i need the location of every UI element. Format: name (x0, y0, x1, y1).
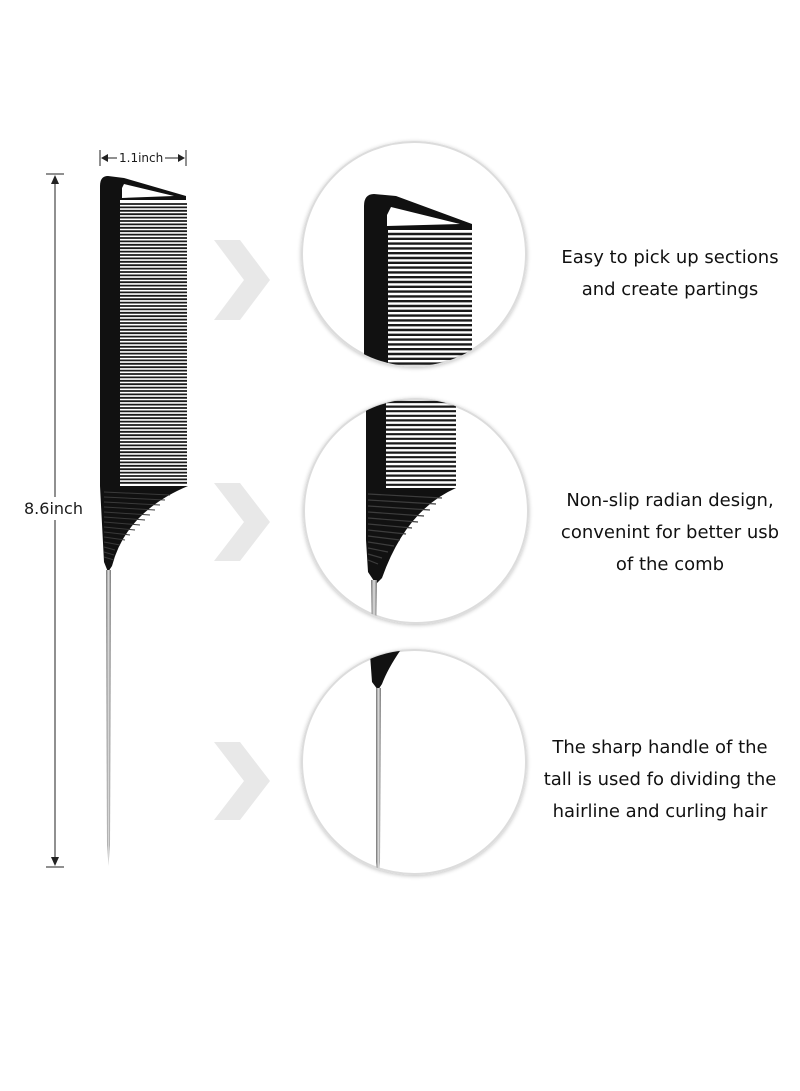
detail-circle-head (301, 141, 527, 367)
comb-grip-ridges (103, 491, 171, 561)
height-dimension (46, 173, 64, 868)
comb-teeth (118, 203, 187, 484)
feature-caption-tail: The sharp handle of the tall is used fo … (543, 737, 777, 822)
main-comb (100, 176, 188, 866)
comb-top-slot (122, 184, 174, 198)
detail-circle-grip (303, 398, 529, 624)
height-dimension-label: 8.6inch (24, 497, 83, 520)
feature-caption-grip: Non-slip radian design, convenint for be… (560, 490, 780, 575)
width-dimension-label: 1.1inch (117, 151, 166, 165)
arrow-chevron-icon (214, 240, 270, 320)
metal-tail (106, 570, 111, 866)
detail-circle-tail (301, 649, 527, 875)
feature-caption-sections: Easy to pick up sections and create part… (561, 247, 779, 300)
arrow-chevron-icon (214, 742, 270, 820)
arrow-chevron-icon (214, 483, 270, 561)
